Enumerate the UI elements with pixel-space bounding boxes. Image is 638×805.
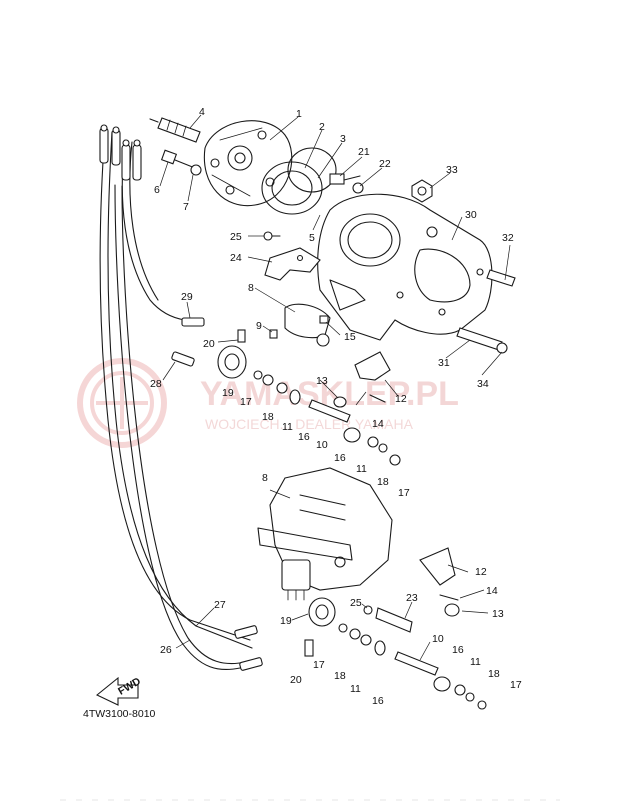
washers-lower xyxy=(338,623,386,656)
callout-20-bottom: 20 xyxy=(290,674,302,686)
cylinder-head xyxy=(203,120,293,207)
fwd-arrow-icon: FWD xyxy=(95,675,143,706)
callout-16-lower: 16 xyxy=(452,644,464,656)
callout-11-bottom: 11 xyxy=(350,683,361,695)
callout-23: 23 xyxy=(406,592,418,604)
callout-20: 20 xyxy=(203,338,215,350)
callout-19-lower: 19 xyxy=(280,615,292,627)
callout-17-mid: 17 xyxy=(398,487,410,499)
callout-12: 12 xyxy=(395,393,407,405)
callout-1: 1 xyxy=(296,108,302,120)
callout-17-bottom: 17 xyxy=(313,659,325,671)
callout-16: 16 xyxy=(298,431,310,443)
washers-upper xyxy=(253,370,301,405)
spark-plug xyxy=(149,117,201,143)
callout-labels: 1 2 3 4 5 6 7 8 9 10 11 12 13 14 15 16 1… xyxy=(150,106,522,707)
callout-28: 28 xyxy=(150,378,162,390)
bolt-6 xyxy=(160,149,202,176)
callout-14-lower: 14 xyxy=(486,585,498,597)
callout-11-mid: 11 xyxy=(356,463,367,475)
screw-25-lower xyxy=(363,605,373,615)
bracket-24 xyxy=(264,247,321,281)
cylinder xyxy=(317,193,493,341)
callout-8: 8 xyxy=(248,282,254,294)
leader-lines xyxy=(159,114,511,661)
callout-18: 18 xyxy=(262,411,274,423)
pulley-19-lower xyxy=(308,597,336,627)
callout-19: 19 xyxy=(222,387,234,399)
diagram-code: 4TW3100-8010 xyxy=(83,708,156,720)
callout-11-lower: 11 xyxy=(470,656,481,668)
callout-6: 6 xyxy=(154,184,160,196)
washer-17-right xyxy=(389,454,401,466)
valve-shaft-10-lower xyxy=(394,651,487,710)
callout-8-lower: 8 xyxy=(262,472,268,484)
callout-4: 4 xyxy=(199,106,205,118)
throttle-cables xyxy=(99,124,263,671)
pulley-19-upper xyxy=(217,345,247,379)
callout-14: 14 xyxy=(372,418,384,430)
callout-31: 31 xyxy=(438,357,450,369)
watermark-logo xyxy=(77,358,167,448)
watermark-subtitle: WOJCIECH... DEALER YAMAHA xyxy=(205,416,414,432)
collar-13-upper xyxy=(333,396,347,408)
screw-9 xyxy=(269,329,278,339)
callout-25-lower: 25 xyxy=(350,597,362,609)
callout-24: 24 xyxy=(230,252,242,264)
callout-9: 9 xyxy=(256,320,262,332)
callout-15: 15 xyxy=(344,331,356,343)
callout-26: 26 xyxy=(160,644,172,656)
callout-17: 17 xyxy=(240,396,252,408)
callout-11: 11 xyxy=(282,421,293,433)
power-valve-housing-lower xyxy=(257,467,393,601)
callout-7: 7 xyxy=(183,201,189,213)
callout-18-bottom: 18 xyxy=(334,670,346,682)
pin-14-lower xyxy=(439,594,459,601)
callout-13: 13 xyxy=(316,375,328,387)
stud-bolt-32 xyxy=(486,269,516,287)
lever-12-lower xyxy=(419,547,456,586)
callout-18-mid: 18 xyxy=(377,476,389,488)
power-valve-housing-upper xyxy=(284,279,366,347)
collar-13-lower xyxy=(444,603,460,617)
valve-shaft-10-upper xyxy=(308,399,388,453)
bracket-23 xyxy=(375,607,413,633)
callout-34: 34 xyxy=(477,378,489,390)
callout-13-lower: 13 xyxy=(492,608,504,620)
callout-18-lower: 18 xyxy=(488,668,500,680)
callout-32: 32 xyxy=(502,232,514,244)
screw-15 xyxy=(319,315,329,324)
callout-10: 10 xyxy=(316,439,328,451)
bolt-20-upper xyxy=(237,329,246,343)
bolt-20-lower xyxy=(304,639,314,657)
bolt-21 xyxy=(329,173,361,185)
callout-22: 22 xyxy=(379,158,391,170)
callout-33: 33 xyxy=(446,164,458,176)
lever-12-upper xyxy=(354,351,391,403)
callout-10-lower: 10 xyxy=(432,633,444,645)
screw-25-top xyxy=(263,231,281,241)
callout-5: 5 xyxy=(309,232,315,244)
callout-21: 21 xyxy=(358,146,370,158)
stud-bolt-31 xyxy=(456,327,508,354)
callout-16-mid: 16 xyxy=(334,452,346,464)
head-gasket xyxy=(261,147,337,215)
callout-3: 3 xyxy=(340,133,346,145)
nut-33 xyxy=(411,179,433,203)
callout-2: 2 xyxy=(319,121,325,133)
callout-30: 30 xyxy=(465,209,477,221)
callout-25: 25 xyxy=(230,231,242,243)
callout-16-bottom: 16 xyxy=(372,695,384,707)
callout-12-lower: 12 xyxy=(475,566,487,578)
callout-29: 29 xyxy=(181,291,193,303)
callout-27: 27 xyxy=(214,599,226,611)
callout-17-lower: 17 xyxy=(510,679,522,691)
